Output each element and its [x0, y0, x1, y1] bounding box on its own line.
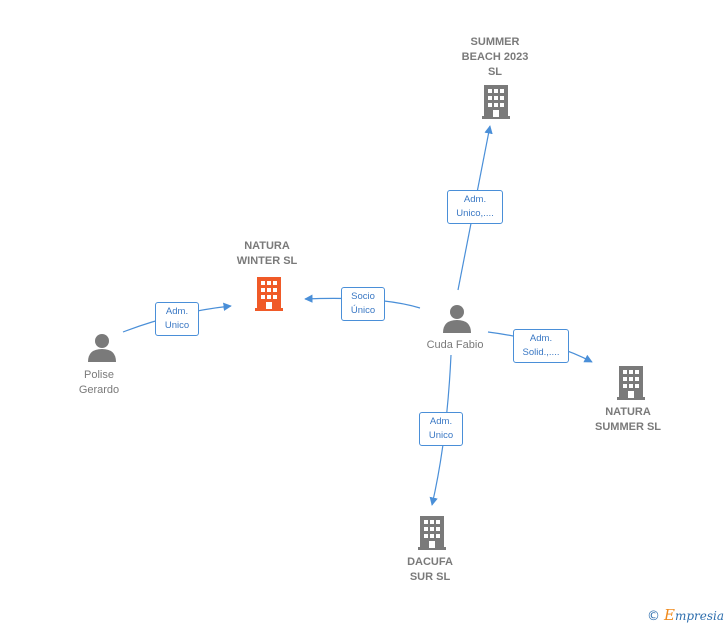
person-icon-polise-gerardo[interactable] [88, 334, 116, 362]
edge-label-cuda-to-natura-summer: Adm. Solid.,.... [513, 329, 569, 363]
brand-logo-initial: E [663, 606, 675, 624]
edge-label-cuda-to-dacufa: Adm. Unico [419, 412, 463, 446]
node-label-polise-gerardo[interactable]: Polise Gerardo [78, 369, 120, 396]
building-icon-summer-beach[interactable] [482, 85, 510, 119]
building-icon-dacufa[interactable] [418, 516, 446, 550]
edge-label-polise-to-natura-winter: Adm. Unico [155, 302, 199, 336]
node-label-natura-summer[interactable]: NATURA SUMMER SL [595, 406, 661, 433]
node-label-natura-winter[interactable]: NATURA WINTER SL [236, 240, 298, 267]
building-icon-natura-summer[interactable] [617, 366, 645, 400]
edge-label-cuda-to-summer-beach: Adm. Unico,.... [447, 190, 503, 224]
building-icon-natura-winter[interactable] [255, 277, 283, 311]
brand-footer[interactable]: ©Empresia [647, 606, 724, 624]
copyright-symbol: © [646, 609, 660, 624]
node-label-cuda-fabio[interactable]: Cuda Fabio [426, 339, 484, 351]
person-icon-cuda-fabio[interactable] [443, 305, 471, 333]
node-label-summer-beach[interactable]: SUMMER BEACH 2023 SL [461, 36, 529, 78]
node-label-dacufa[interactable]: DACUFA SUR SL [407, 556, 453, 583]
brand-logo-text: mpresia [674, 609, 724, 623]
edge-label-cuda-to-natura-winter: Socio Único [341, 287, 385, 321]
